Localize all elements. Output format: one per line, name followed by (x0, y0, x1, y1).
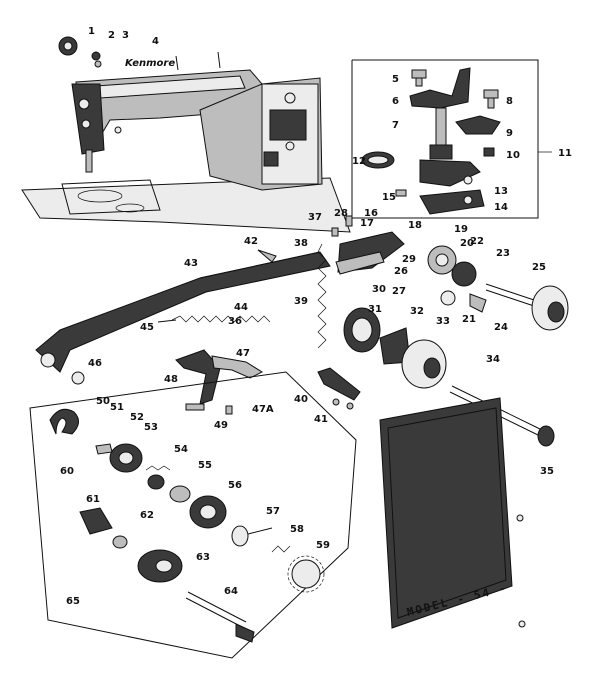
callout-46: 46 (88, 358, 102, 369)
callout-29: 29 (402, 254, 416, 265)
callout-14: 14 (494, 202, 508, 213)
presser-parts-frame (351, 59, 552, 219)
callout-58: 58 (290, 524, 304, 535)
callout-24: 24 (494, 322, 508, 333)
callout-34: 34 (486, 354, 500, 365)
callout-60: 60 (60, 466, 74, 477)
callout-39: 39 (294, 296, 308, 307)
callout-61: 61 (86, 494, 100, 505)
callout-28: 28 (334, 208, 348, 219)
callout-50: 50 (96, 396, 110, 407)
callout-35: 35 (540, 466, 554, 477)
callout-37: 37 (308, 212, 322, 223)
callout-21: 21 (462, 314, 476, 325)
callout-51: 51 (110, 402, 124, 413)
callout-62: 62 (140, 510, 154, 521)
callout-49: 49 (214, 420, 228, 431)
callout-65: 65 (66, 596, 80, 607)
callout-6: 6 (392, 96, 399, 107)
callout-18: 18 (408, 220, 422, 231)
callout-20: 20 (460, 238, 474, 249)
callout-5: 5 (392, 74, 399, 85)
callout-12: 12 (352, 156, 366, 167)
callout-33: 33 (436, 316, 450, 327)
callout-59: 59 (316, 540, 330, 551)
callout-8: 8 (506, 96, 513, 107)
callout-27: 27 (392, 286, 406, 297)
callout-56: 56 (228, 480, 242, 491)
model-plate: MODEL - 54 - (379, 385, 555, 629)
callout-30: 30 (372, 284, 386, 295)
callout-42: 42 (244, 236, 258, 247)
top-caps (58, 36, 102, 68)
callout-38: 38 (294, 238, 308, 249)
callout-47: 47 (236, 348, 250, 359)
callout-52: 52 (130, 412, 144, 423)
callout-10: 10 (506, 150, 520, 161)
callout-16: 16 (364, 208, 378, 219)
callout-4: 4 (152, 36, 159, 47)
callout-54: 54 (174, 444, 188, 455)
machine-head: Kenmore (21, 51, 351, 233)
callout-53: 53 (144, 422, 158, 433)
callout-11: 11 (558, 148, 572, 159)
callout-48: 48 (164, 374, 178, 385)
callout-19: 19 (454, 224, 468, 235)
callout-22: 22 (470, 236, 484, 247)
callout-40: 40 (294, 394, 308, 405)
callout-45: 45 (140, 322, 154, 333)
brand-script-label: Kenmore (125, 58, 175, 69)
attachment-parts-frame (29, 371, 357, 659)
callout-44: 44 (234, 302, 248, 313)
callout-7: 7 (392, 120, 399, 131)
callout-25: 25 (532, 262, 546, 273)
callout-36: 36 (228, 316, 242, 327)
callout-47a: 47A (252, 404, 274, 415)
callout-64: 64 (224, 586, 238, 597)
callout-41: 41 (314, 414, 328, 425)
callout-23: 23 (496, 248, 510, 259)
callout-17: 17 (360, 218, 374, 229)
callout-26: 26 (394, 266, 408, 277)
callout-9: 9 (506, 128, 513, 139)
callout-43: 43 (184, 258, 198, 269)
center-mechanism (35, 215, 569, 415)
callout-31: 31 (368, 304, 382, 315)
callout-55: 55 (198, 460, 212, 471)
callout-1: 1 (88, 26, 95, 37)
callout-57: 57 (266, 506, 280, 517)
callout-2: 2 (108, 30, 115, 41)
callout-13: 13 (494, 186, 508, 197)
callout-3: 3 (122, 30, 129, 41)
callout-63: 63 (196, 552, 210, 563)
callout-32: 32 (410, 306, 424, 317)
callout-15: 15 (382, 192, 396, 203)
